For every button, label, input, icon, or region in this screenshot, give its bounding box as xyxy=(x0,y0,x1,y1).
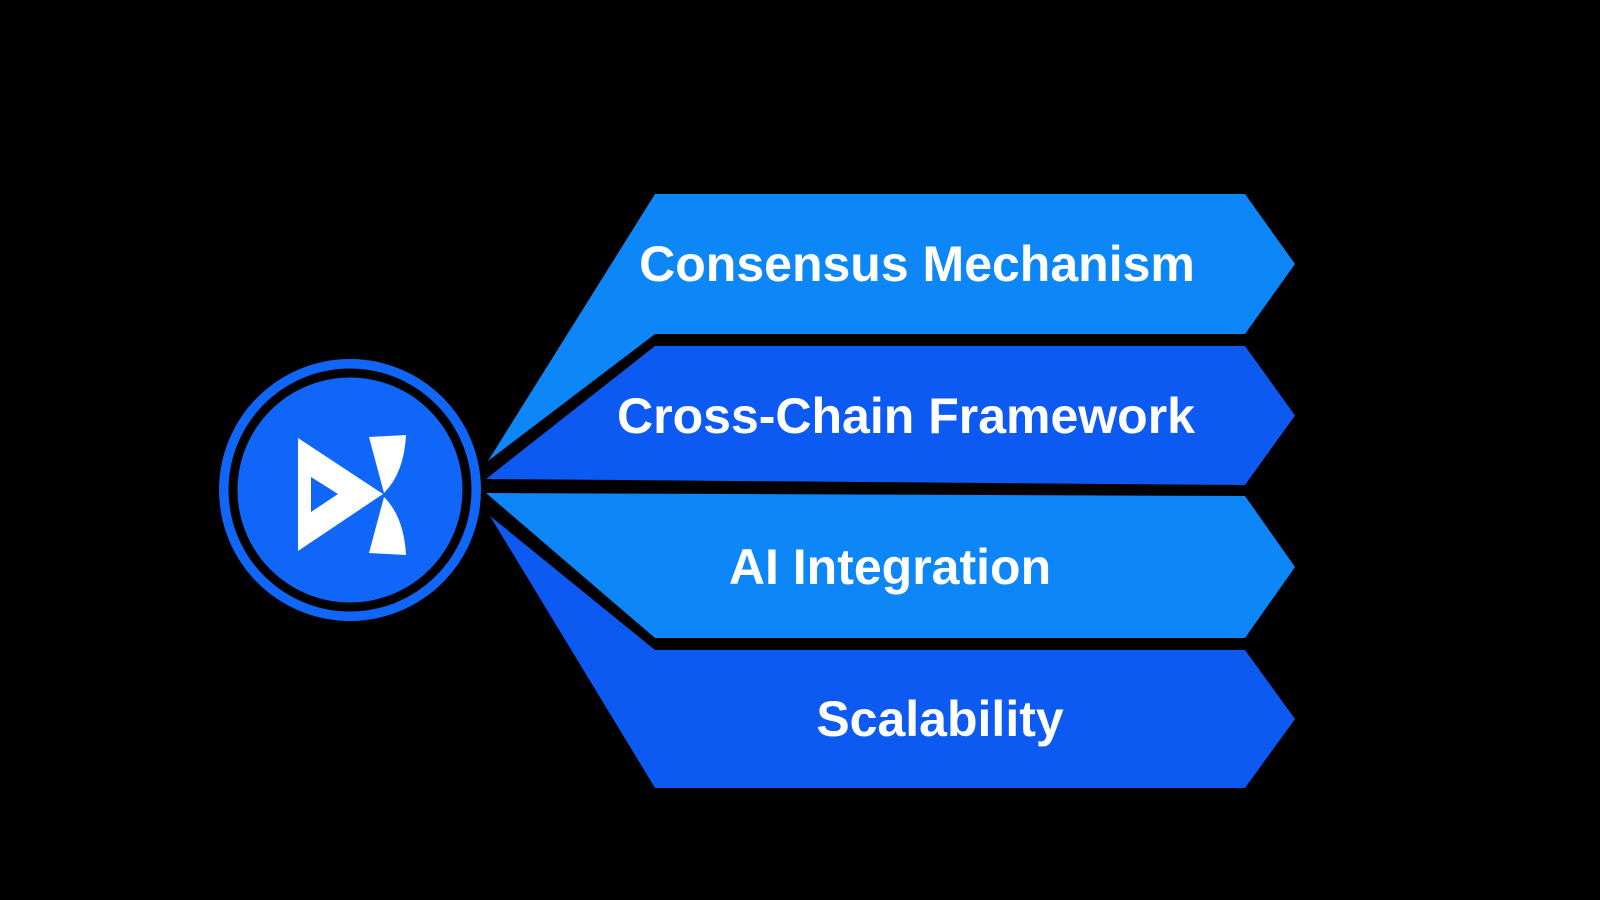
banner-arrow-shape-cross-chain-framework xyxy=(486,346,1295,485)
hub-inner-ring xyxy=(228,368,472,612)
banner-arrow-shape-scalability xyxy=(490,516,1295,788)
hub-node xyxy=(219,359,481,621)
x-logo-top-blade xyxy=(369,435,406,493)
feature-banner-consensus-mechanism xyxy=(488,194,1295,461)
x-logo-bottom-blade xyxy=(369,497,406,555)
x-mark-logo-icon xyxy=(298,435,406,555)
feature-banner-scalability xyxy=(490,516,1295,788)
banner-arrow-shape-consensus-mechanism xyxy=(488,194,1295,461)
banner-arrow-shape-ai-integration xyxy=(486,493,1295,638)
feature-banner-cross-chain-framework xyxy=(486,346,1295,485)
x-logo-triangle xyxy=(298,438,383,551)
feature-banner-ai-integration xyxy=(486,493,1295,638)
